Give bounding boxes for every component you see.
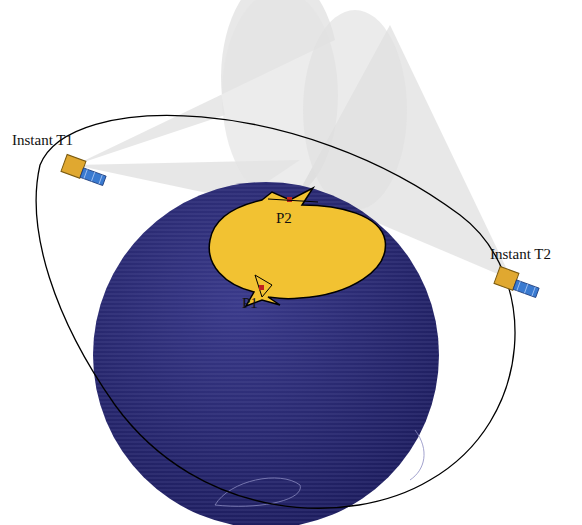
point-marker bbox=[259, 285, 264, 290]
satellite-icon bbox=[61, 154, 109, 186]
coverage-footprint bbox=[209, 188, 385, 306]
satellite-icon bbox=[494, 266, 542, 298]
point-label: P2 bbox=[276, 211, 292, 226]
earth-globe bbox=[90, 180, 442, 525]
sensor-cone bbox=[75, 0, 338, 200]
satellite-label: Instant T2 bbox=[490, 247, 551, 262]
orbit-line bbox=[36, 115, 515, 508]
point-marker bbox=[287, 197, 292, 202]
satellite-label: Instant T1 bbox=[12, 133, 73, 148]
point-label: P1 bbox=[242, 296, 258, 311]
